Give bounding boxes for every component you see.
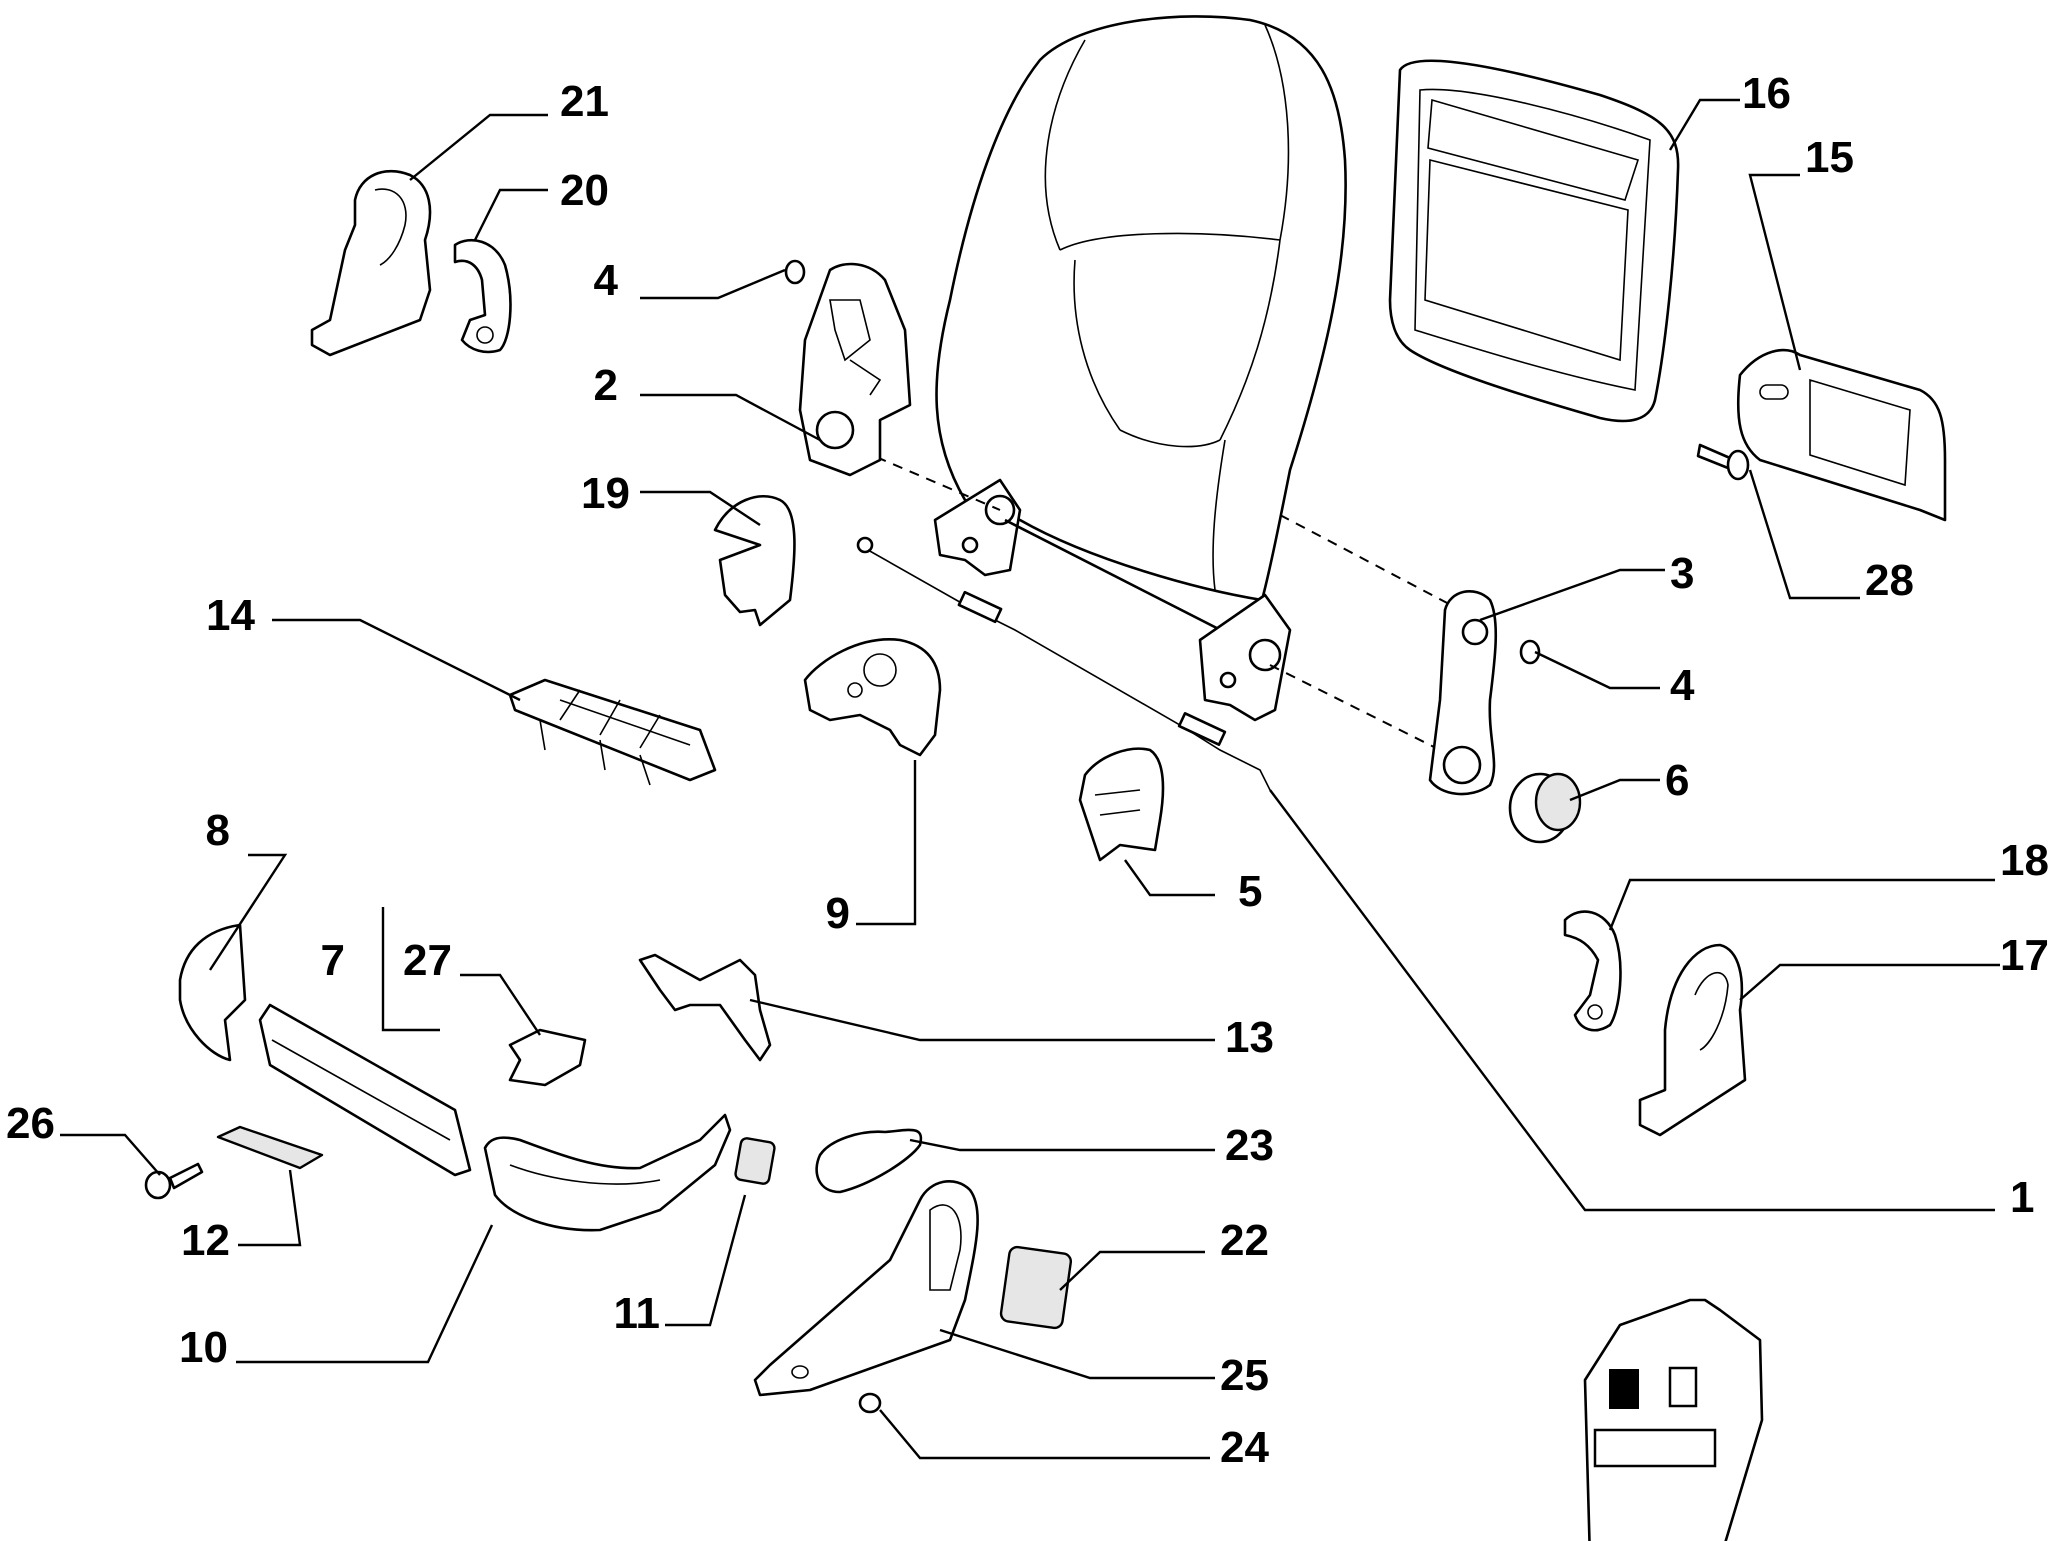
callout-20: 20 [560, 166, 609, 215]
callout-2: 2 [594, 361, 618, 410]
part-10-lower-trim [483, 1113, 732, 1232]
callout-24: 24 [1220, 1423, 1269, 1472]
callout-14: 14 [206, 591, 255, 640]
part-9-hinge-cover [803, 638, 942, 757]
callout-22: 22 [1220, 1216, 1269, 1265]
part-21-hinge-cover-left [310, 169, 432, 357]
part-17-hinge-cover-right [1638, 943, 1747, 1137]
seat-position-icon [1583, 1298, 1764, 1541]
seat-icon-filled-square [1609, 1369, 1639, 1409]
part-22-pad [999, 1245, 1073, 1330]
part-2-hinge-plate [798, 262, 912, 477]
part-15-trim-cover [1736, 348, 1947, 522]
callout-21: 21 [560, 77, 609, 126]
part-19-cover [713, 495, 796, 627]
part-23-cover [815, 1128, 923, 1194]
callout-3: 3 [1670, 549, 1694, 598]
callout-19: 19 [581, 469, 630, 518]
part-1-cable [856, 536, 1271, 791]
part-24-plug [858, 1392, 882, 1414]
axis-line-right-upper [1279, 514, 1471, 616]
part-25-side-shield [753, 1180, 979, 1397]
callout-17: 17 [2000, 931, 2049, 980]
callout-4-lower: 4 [1670, 661, 1695, 710]
part-4-pin-lower [1519, 639, 1541, 665]
part-4-pin-upper [784, 259, 806, 285]
callout-labels: 21 20 4 2 19 14 8 7 27 9 5 1 3 4 6 16 15… [6, 69, 2049, 1472]
callout-1: 1 [2010, 1173, 2034, 1222]
seat-icon-empty-square [1668, 1366, 1698, 1408]
callout-18: 18 [2000, 836, 2049, 885]
callout-13: 13 [1225, 1013, 1274, 1062]
part-27-clip [508, 1028, 587, 1087]
callout-16: 16 [1742, 69, 1791, 118]
part-18-clip [1563, 910, 1622, 1032]
callout-12: 12 [181, 1216, 230, 1265]
part-3-lever-arm [1428, 590, 1498, 796]
callout-25: 25 [1220, 1351, 1269, 1400]
part-8-side-trim [178, 923, 247, 1062]
callout-8: 8 [206, 806, 230, 855]
part-6-knob [1508, 772, 1582, 844]
callout-23: 23 [1225, 1121, 1274, 1170]
callout-15: 15 [1805, 133, 1854, 182]
callout-27: 27 [403, 936, 452, 985]
part-5-cover [1078, 747, 1165, 862]
callout-4-upper: 4 [594, 256, 619, 305]
axis-line-right-lower [1269, 664, 1461, 761]
callout-28: 28 [1865, 556, 1914, 605]
part-12-label [216, 1125, 324, 1170]
callout-9: 9 [826, 889, 850, 938]
part-11-pad [734, 1137, 776, 1185]
backrest-hinge-right [1198, 593, 1292, 722]
part-16-rear-panel [1388, 59, 1680, 423]
seat-backrest [935, 15, 1347, 602]
callout-5: 5 [1238, 867, 1262, 916]
leader-lines [60, 98, 2000, 1460]
part-14-bracket [508, 678, 717, 786]
callout-26: 26 [6, 1099, 55, 1148]
part-7-trim-strip [258, 1003, 472, 1177]
backrest-hinge-left [933, 478, 1251, 647]
part-13-bracket [638, 953, 772, 1062]
callout-11: 11 [613, 1289, 660, 1338]
callout-10: 10 [179, 1323, 228, 1372]
seat-icon-label-box [1593, 1428, 1717, 1468]
callout-7: 7 [321, 936, 345, 985]
callout-6: 6 [1665, 756, 1689, 805]
part-28-screw [1696, 443, 1750, 481]
axis-line-left [859, 449, 1001, 511]
part-20-clip [453, 238, 512, 354]
